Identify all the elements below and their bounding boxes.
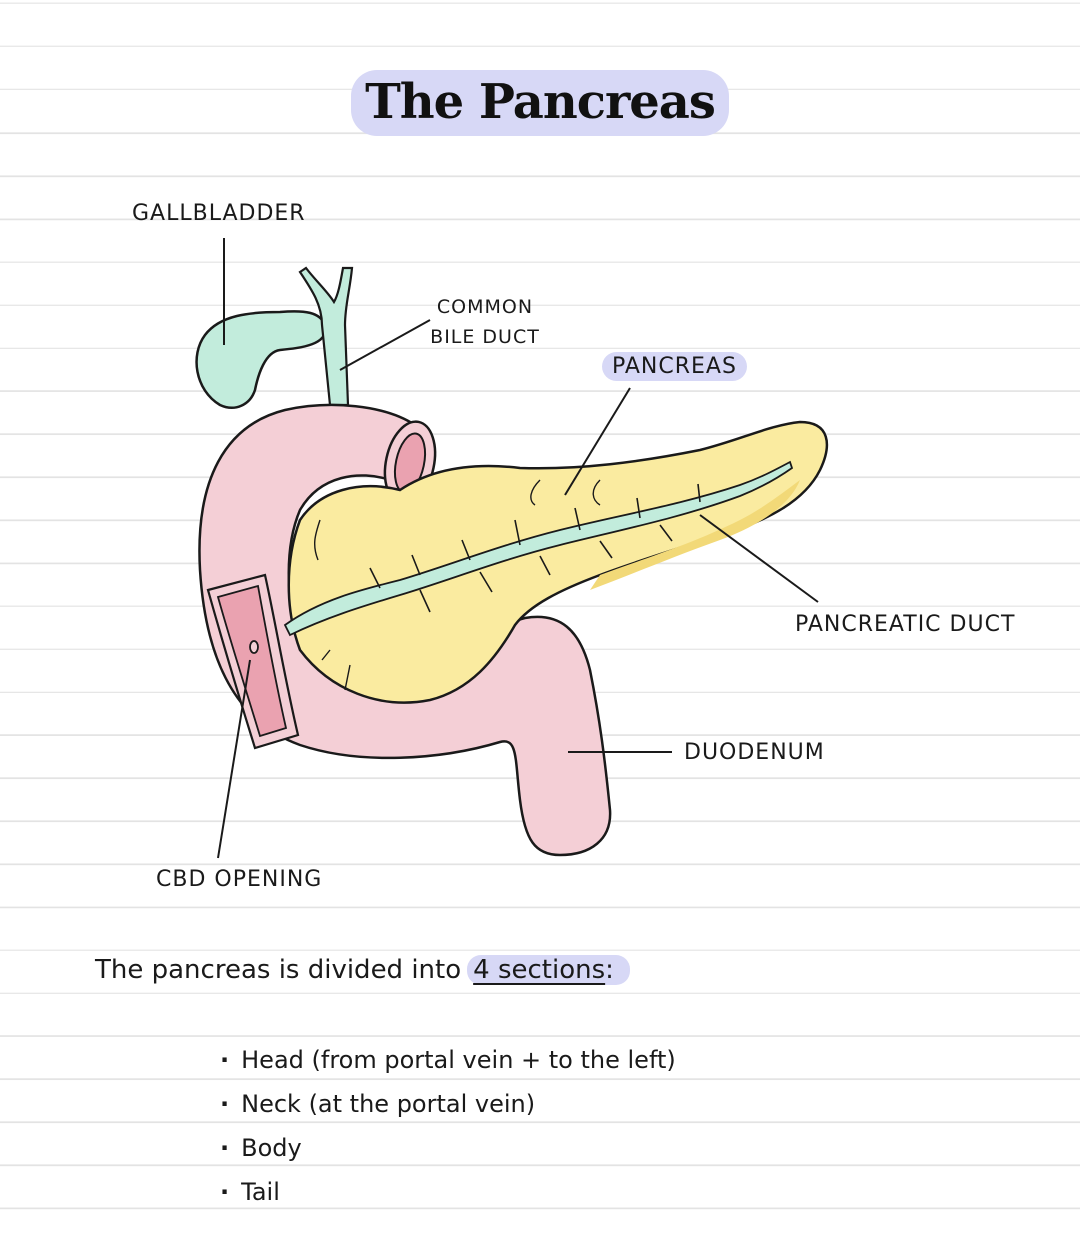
pancreas-underside-shade	[590, 480, 800, 590]
leader-common-bile-duct	[339, 319, 431, 371]
cbd-opening-dot	[249, 640, 259, 654]
note-suffix: :	[605, 955, 614, 985]
label-pancreas: PANCREAS	[602, 352, 747, 381]
page-title: The Pancreas	[351, 70, 729, 136]
sections-list: Head (from portal vein + to the left) Ne…	[220, 1038, 676, 1214]
list-item: Body	[220, 1126, 676, 1170]
label-duodenum: DUODENUM	[684, 740, 825, 765]
pancreatic-duct-shape	[283, 460, 794, 637]
list-item: Head (from portal vein + to the left)	[220, 1038, 676, 1082]
note-emphasis-text: 4 sections	[473, 955, 606, 985]
pancreas-shape	[287, 420, 829, 704]
label-common-bile-duct: COMMON BILE DUCT	[430, 296, 540, 348]
leader-cbd-opening	[217, 659, 251, 859]
pancreatic-duct-branches	[369, 483, 701, 613]
list-item: Tail	[220, 1170, 676, 1214]
note-text: The pancreas is divided into	[95, 955, 462, 985]
list-item: Neck (at the portal vein)	[220, 1082, 676, 1126]
label-pancreatic-duct: PANCREATIC DUCT	[795, 612, 1016, 637]
pancreas-texture	[313, 479, 601, 691]
leader-pancreatic-duct	[699, 514, 819, 603]
note-emphasis: 4 sections:	[467, 955, 630, 985]
label-cbd-opening: CBD OPENING	[156, 867, 323, 892]
duodenum-window-inner	[216, 584, 288, 738]
label-gallbladder: GALLBLADDER	[132, 201, 306, 226]
common-bile-duct-shape	[298, 266, 354, 407]
gallbladder-shape	[195, 310, 327, 409]
leader-pancreas	[564, 387, 631, 496]
